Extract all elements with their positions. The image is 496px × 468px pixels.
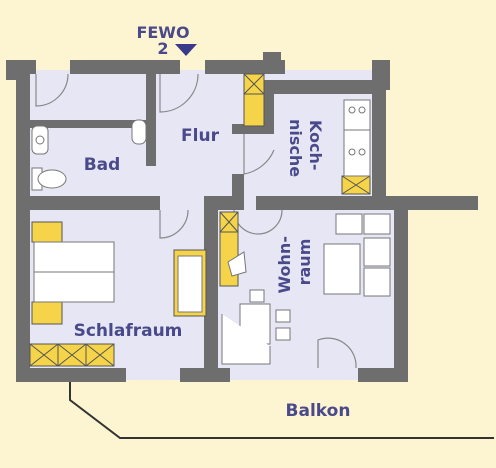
sofa-2 <box>363 267 391 297</box>
nightstand-bottom <box>31 301 63 325</box>
door-balcony <box>317 337 357 369</box>
cabinet-kitchen-bottom-x <box>341 175 371 195</box>
apartment-label-line1: FEWO <box>136 23 189 42</box>
bench <box>221 314 271 365</box>
hob-2 <box>358 106 366 114</box>
chair-1 <box>249 289 265 303</box>
hob-3 <box>348 148 356 156</box>
hob-1 <box>348 106 356 114</box>
door-kitchen <box>243 134 275 175</box>
room-label-bad: Bad <box>84 155 121 175</box>
wall-top-kitchen <box>263 80 385 94</box>
room-label-balkon: Balkon <box>286 401 351 421</box>
single-bed <box>177 255 203 313</box>
door-bedroom <box>159 209 189 239</box>
wall-bed-right <box>204 196 218 372</box>
chair-3 <box>275 327 291 341</box>
wall-left <box>16 60 30 382</box>
room-label-wohnraum: Wohn- raum <box>275 230 314 293</box>
cabinet-living-top-x <box>219 211 239 233</box>
wall-bath-right <box>146 70 156 166</box>
walls <box>6 52 478 382</box>
sofa-1 <box>363 237 391 267</box>
wall-living-top <box>256 196 316 210</box>
balcony-outline <box>69 382 494 439</box>
kitchen-counter <box>343 99 371 177</box>
wall-kitchen-step <box>232 124 274 134</box>
beds <box>33 241 203 313</box>
wall-bottom-left <box>16 368 126 382</box>
wardrobe-2-x <box>57 343 87 367</box>
wall-hall-stub <box>232 174 244 210</box>
wardrobe-1-x <box>29 343 59 367</box>
armchair-2 <box>363 213 391 235</box>
living-furniture <box>221 213 391 365</box>
bath-fixtures <box>31 119 147 191</box>
wall-right-living <box>394 196 408 382</box>
room-label-kochnische-line2: nische <box>286 119 305 177</box>
wall-right-kitchen <box>372 80 386 196</box>
room-label-schlafraum: Schlafraum <box>74 321 183 341</box>
wall-bath-top <box>28 120 146 128</box>
chair-2 <box>275 309 291 323</box>
washbasin <box>131 119 147 145</box>
room-label-wohnraum-line1: Wohn- <box>275 236 294 294</box>
cabinet-hall <box>243 93 265 127</box>
toilet-bowl <box>37 169 67 189</box>
wall-bottom-right <box>358 368 408 382</box>
wardrobe-3-x <box>85 343 115 367</box>
room-label-flur: Flur <box>181 126 220 146</box>
room-label-kochnische-group: Koch- nische <box>286 119 325 177</box>
cabinet-hall-top-x <box>243 73 265 95</box>
sink-drain <box>35 135 45 145</box>
door-main <box>159 73 199 113</box>
wall-top-1 <box>70 60 180 74</box>
room-label-kochnische: Koch- nische <box>286 119 325 177</box>
hob-4 <box>358 148 366 156</box>
kitchen-unit <box>343 99 371 177</box>
coffee-table <box>323 243 361 295</box>
wall-right-ext <box>290 196 478 210</box>
wall-hall-bottom <box>204 196 234 210</box>
entrance-arrow-icon <box>175 44 197 56</box>
room-label-wohnraum-group: Wohn- raum <box>275 230 314 294</box>
nightstand-top <box>31 221 63 243</box>
wall-top-notch <box>263 52 281 72</box>
apartment-label-line2: 2 <box>157 39 168 58</box>
door-bath-entry <box>35 73 69 107</box>
room-label-kochnische-line1: Koch- <box>306 120 325 171</box>
armchair-1 <box>335 213 363 235</box>
room-label-wohnraum-line2: raum <box>295 239 314 286</box>
lamp <box>227 251 247 277</box>
wall-bath-bottom <box>28 196 160 210</box>
